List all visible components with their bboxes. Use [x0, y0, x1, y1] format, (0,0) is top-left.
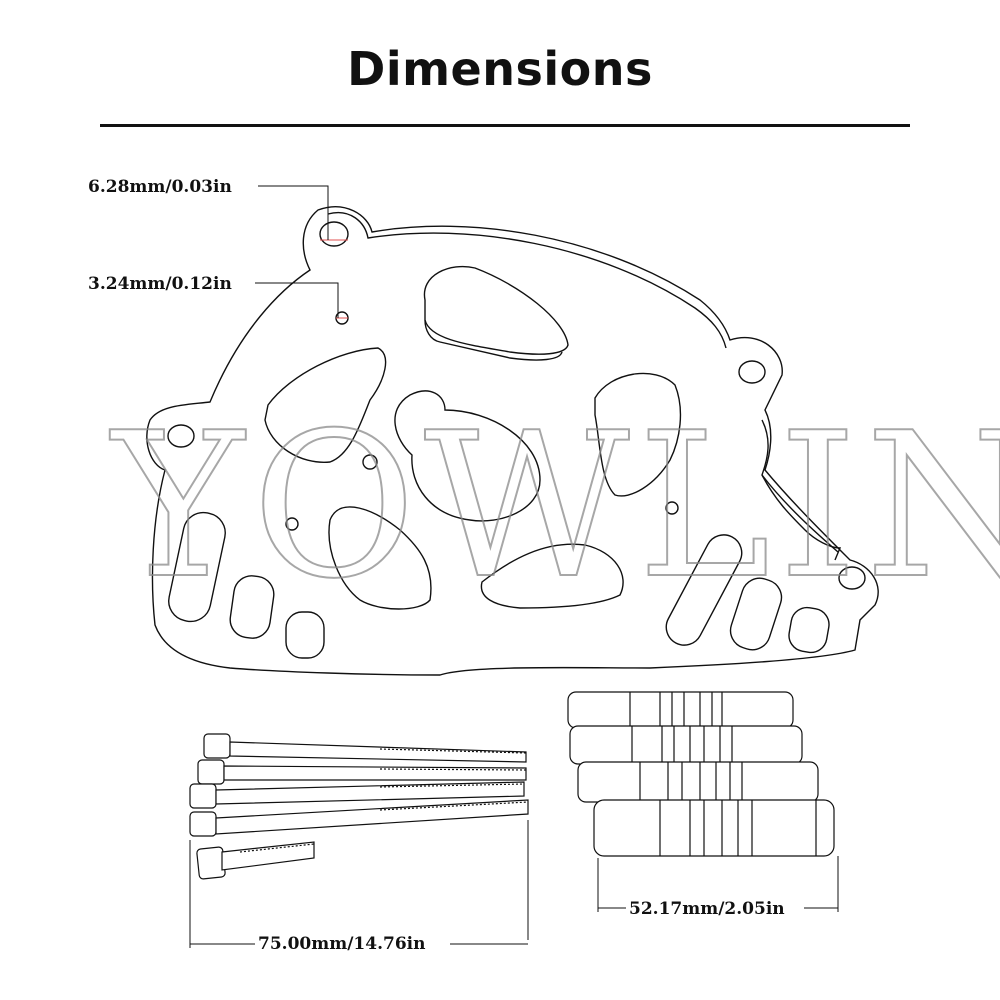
- dim-label-bolt-length: 75.00mm/14.76in: [258, 934, 425, 954]
- bolt-2: [197, 759, 527, 785]
- small-hole-2: [362, 454, 378, 470]
- slot-right-2: [729, 577, 783, 651]
- cutout-right: [594, 372, 682, 497]
- hole-dimension-leaders: [255, 185, 339, 318]
- dim-label-spacer-length: 52.17mm/2.05in: [629, 899, 785, 919]
- page-title: Dimensions: [347, 42, 653, 96]
- mount-hole-right-top: [738, 360, 766, 384]
- small-hole-3: [285, 517, 299, 531]
- bolt-5: [196, 841, 315, 880]
- cutout-lower-left: [328, 506, 432, 610]
- bolt-group: [189, 733, 529, 880]
- leader-small-hole: [255, 282, 339, 318]
- plate-rim: [327, 211, 727, 349]
- cutout-center-circle: [394, 390, 541, 522]
- cover-plate: [146, 206, 879, 676]
- slot-left-1: [168, 511, 226, 623]
- cutout-lower-right: [480, 543, 624, 609]
- leader-large-hole: [258, 185, 329, 240]
- bolt-1: [203, 733, 527, 763]
- mount-hole-right-bottom: [838, 566, 866, 590]
- dim-label-small-hole: 3.24mm/0.12in: [88, 274, 232, 294]
- plate-rim-right: [761, 419, 839, 553]
- spacer-label-bg: [626, 896, 804, 918]
- slot-right-1: [665, 534, 743, 646]
- cutout-upper-left: [264, 347, 387, 463]
- bolt-4: [189, 799, 529, 837]
- slot-left-2: [229, 575, 275, 639]
- slot-left-3: [285, 611, 325, 659]
- bolt-3: [189, 781, 525, 809]
- spacer-group: [567, 691, 835, 857]
- cutout-top: [423, 265, 569, 355]
- bolt-dimension-lines: [189, 820, 529, 948]
- cutout-top-depth: [424, 319, 563, 361]
- small-hole-4: [665, 501, 679, 515]
- mount-hole-top: [319, 221, 349, 247]
- slot-right-3: [788, 606, 830, 654]
- spacer-3: [577, 761, 819, 803]
- plate-step: [761, 474, 842, 561]
- spacer-2: [569, 725, 803, 765]
- watermark: YOWLING: [109, 390, 1000, 623]
- title-divider: [100, 124, 910, 127]
- plate-outline: [146, 206, 879, 676]
- bolt-label-bg: [255, 930, 450, 952]
- dim-label-large-hole: 6.28mm/0.03in: [88, 177, 232, 197]
- mount-hole-left: [167, 424, 195, 448]
- spacer-1: [567, 691, 794, 729]
- spacer-4: [593, 799, 835, 857]
